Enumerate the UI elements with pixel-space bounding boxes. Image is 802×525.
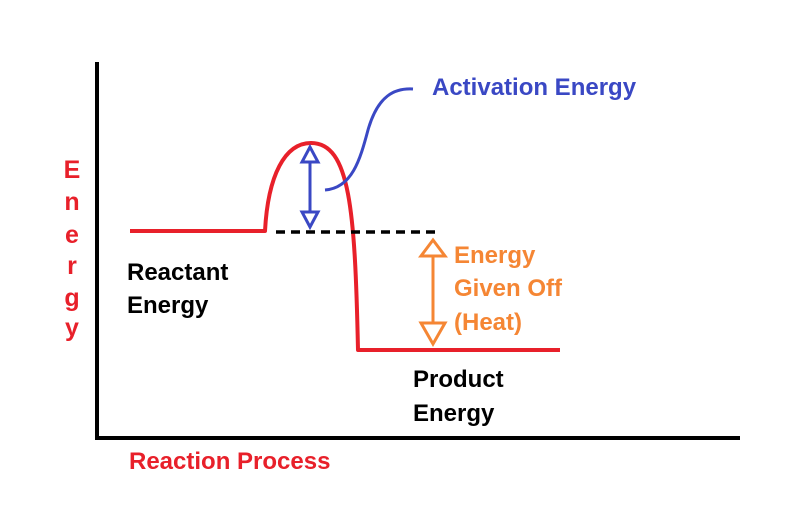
activation-energy-label: Activation Energy — [432, 74, 637, 101]
y-axis-letter: r — [67, 252, 77, 280]
reactant-energy-label-line2: Energy — [127, 292, 209, 319]
product-energy-label-line2: Energy — [413, 400, 495, 427]
heat-arrow — [418, 237, 448, 348]
y-axis-letter: n — [64, 188, 79, 216]
y-axis-label: E n e r g y — [64, 156, 81, 342]
product-energy-label-line1: Product — [413, 366, 504, 393]
reactant-energy-label-line1: Reactant — [127, 259, 228, 286]
activation-leader-line — [324, 87, 414, 192]
heat-label-line1: Energy — [454, 242, 536, 269]
heat-label-line3: (Heat) — [454, 309, 522, 336]
y-axis-letter: E — [64, 156, 81, 184]
reaction-curve — [130, 141, 560, 352]
y-axis-letter: e — [65, 221, 79, 249]
heat-label-line2: Given Off — [454, 275, 563, 302]
y-axis-letter: y — [65, 314, 79, 342]
y-axis-letter: g — [64, 284, 79, 312]
activation-energy-arrow — [299, 143, 321, 231]
x-axis-label: Reaction Process — [129, 448, 330, 475]
